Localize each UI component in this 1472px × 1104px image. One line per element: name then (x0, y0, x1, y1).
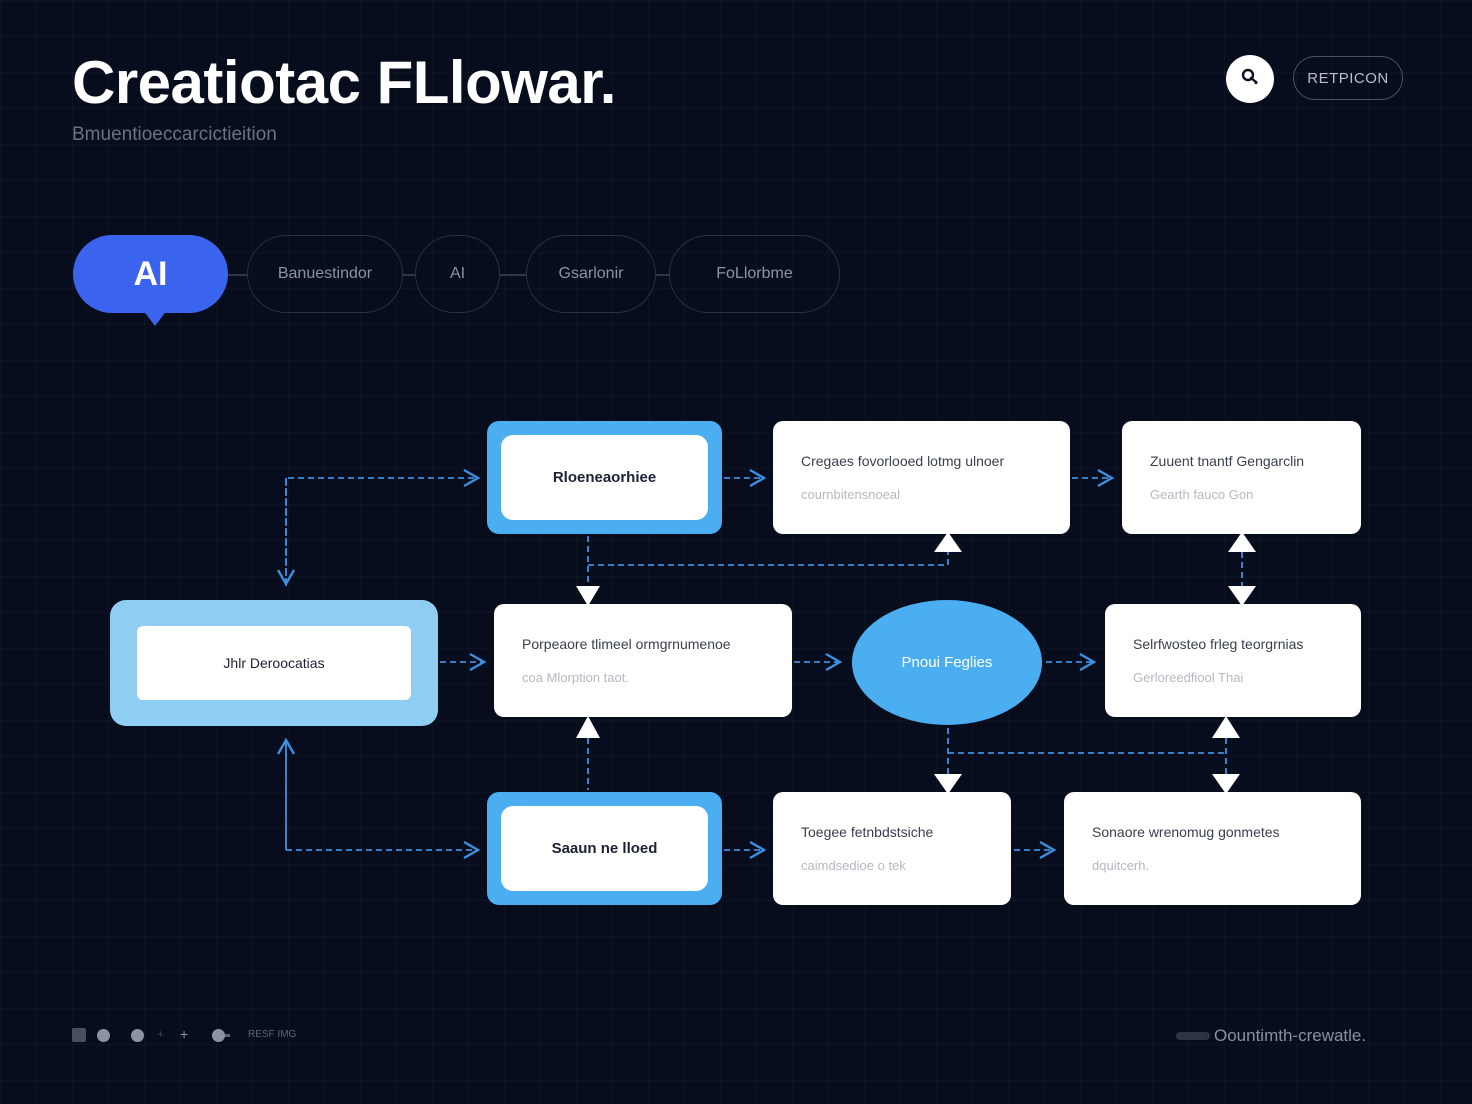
action-button[interactable]: RETPICON (1293, 56, 1403, 100)
connector-hub-to-top (285, 468, 481, 586)
node-ellipse[interactable]: Pnoui Feglies (852, 600, 1042, 725)
tab-ai-active[interactable]: AI (73, 235, 228, 313)
tab-connector (656, 274, 670, 276)
node-bottom-mid-title: Toegee fetnbdstsiche (801, 824, 934, 840)
user-icon (1239, 66, 1261, 93)
connector-hub-to-bottom (285, 740, 481, 860)
tab-gsarlonir[interactable]: Gsarlonir (526, 235, 656, 313)
speech-tail-icon (143, 310, 167, 326)
node-bottom-mid[interactable]: Toegee fetnbdstsiche caimdsedioe o tek (773, 792, 1011, 905)
footer-left-label: RESF IMG (248, 1029, 297, 1040)
tab-ai[interactable]: AI (415, 235, 500, 313)
pager-dot-icon[interactable] (131, 1029, 144, 1042)
pager-dot-icon[interactable] (212, 1029, 225, 1042)
node-top-mid[interactable]: Cregaes fovorlooed lotmg ulnoer cournbit… (773, 421, 1070, 534)
node-bottom-blue-label: Saaun ne lloed (501, 806, 708, 891)
plus-icon[interactable]: + (157, 1027, 165, 1041)
page-title: Creatiotac FLlowar. (72, 49, 616, 116)
node-bottom-right[interactable]: Sonaore wrenomug gonmetes dquitcerh. (1064, 792, 1361, 905)
node-bottom-right-desc: dquitcerh. (1092, 858, 1150, 873)
pager-dot-icon[interactable] (97, 1029, 110, 1042)
node-center-title: Porpeaore tlimeel ormgrnumenoe (522, 636, 731, 652)
tab-follorbme[interactable]: FoLlorbme (669, 235, 840, 313)
page-subtitle: Bmuentioeccarcictieition (72, 124, 277, 145)
node-mid-right[interactable]: Selrfwosteo frleg teorgrnias Gerloreedfi… (1105, 604, 1361, 717)
tab-connector (500, 274, 527, 276)
node-left-hub-label: Jhlr Deroocatias (137, 626, 411, 700)
user-button[interactable] (1226, 55, 1274, 103)
node-top-right-desc: Gearth fauco Gon (1150, 487, 1254, 502)
tab-connector (228, 274, 248, 276)
node-top-right-title: Zuuent tnantf Gengarclin (1150, 453, 1305, 469)
node-top-blue-label: Rloeneaorhiee (501, 435, 708, 520)
node-top-mid-desc: cournbitensnoeal (801, 487, 901, 502)
node-mid-right-title: Selrfwosteo frleg teorgrnias (1133, 636, 1304, 652)
node-bottom-right-title: Sonaore wrenomug gonmetes (1092, 824, 1280, 840)
node-top-mid-title: Cregaes fovorlooed lotmg ulnoer (801, 453, 1005, 469)
footer-decor (1176, 1032, 1210, 1040)
plus-icon[interactable]: + (180, 1026, 189, 1042)
arrow-tail-icon (225, 1034, 230, 1037)
node-mid-right-desc: Gerloreedfiool Thai (1133, 670, 1244, 685)
node-top-right[interactable]: Zuuent tnantf Gengarclin Gearth fauco Go… (1122, 421, 1361, 534)
tab-banuestindor[interactable]: Banuestindor (247, 235, 403, 313)
node-bottom-mid-desc: caimdsedioe o tek (801, 858, 906, 873)
tab-connector (403, 274, 416, 276)
node-bottom-blue[interactable]: Saaun ne lloed (487, 792, 722, 905)
pager-square-icon[interactable] (72, 1028, 86, 1042)
node-left-hub[interactable]: Jhlr Deroocatias (110, 600, 438, 726)
node-center[interactable]: Porpeaore tlimeel ormgrnumenoe coa Mlorp… (494, 604, 792, 717)
node-center-desc: coa Mlorption taot. (522, 670, 629, 685)
node-top-blue[interactable]: Rloeneaorhiee (487, 421, 722, 534)
footer-right-label: Oountimth-crewatle. (1214, 1026, 1367, 1045)
